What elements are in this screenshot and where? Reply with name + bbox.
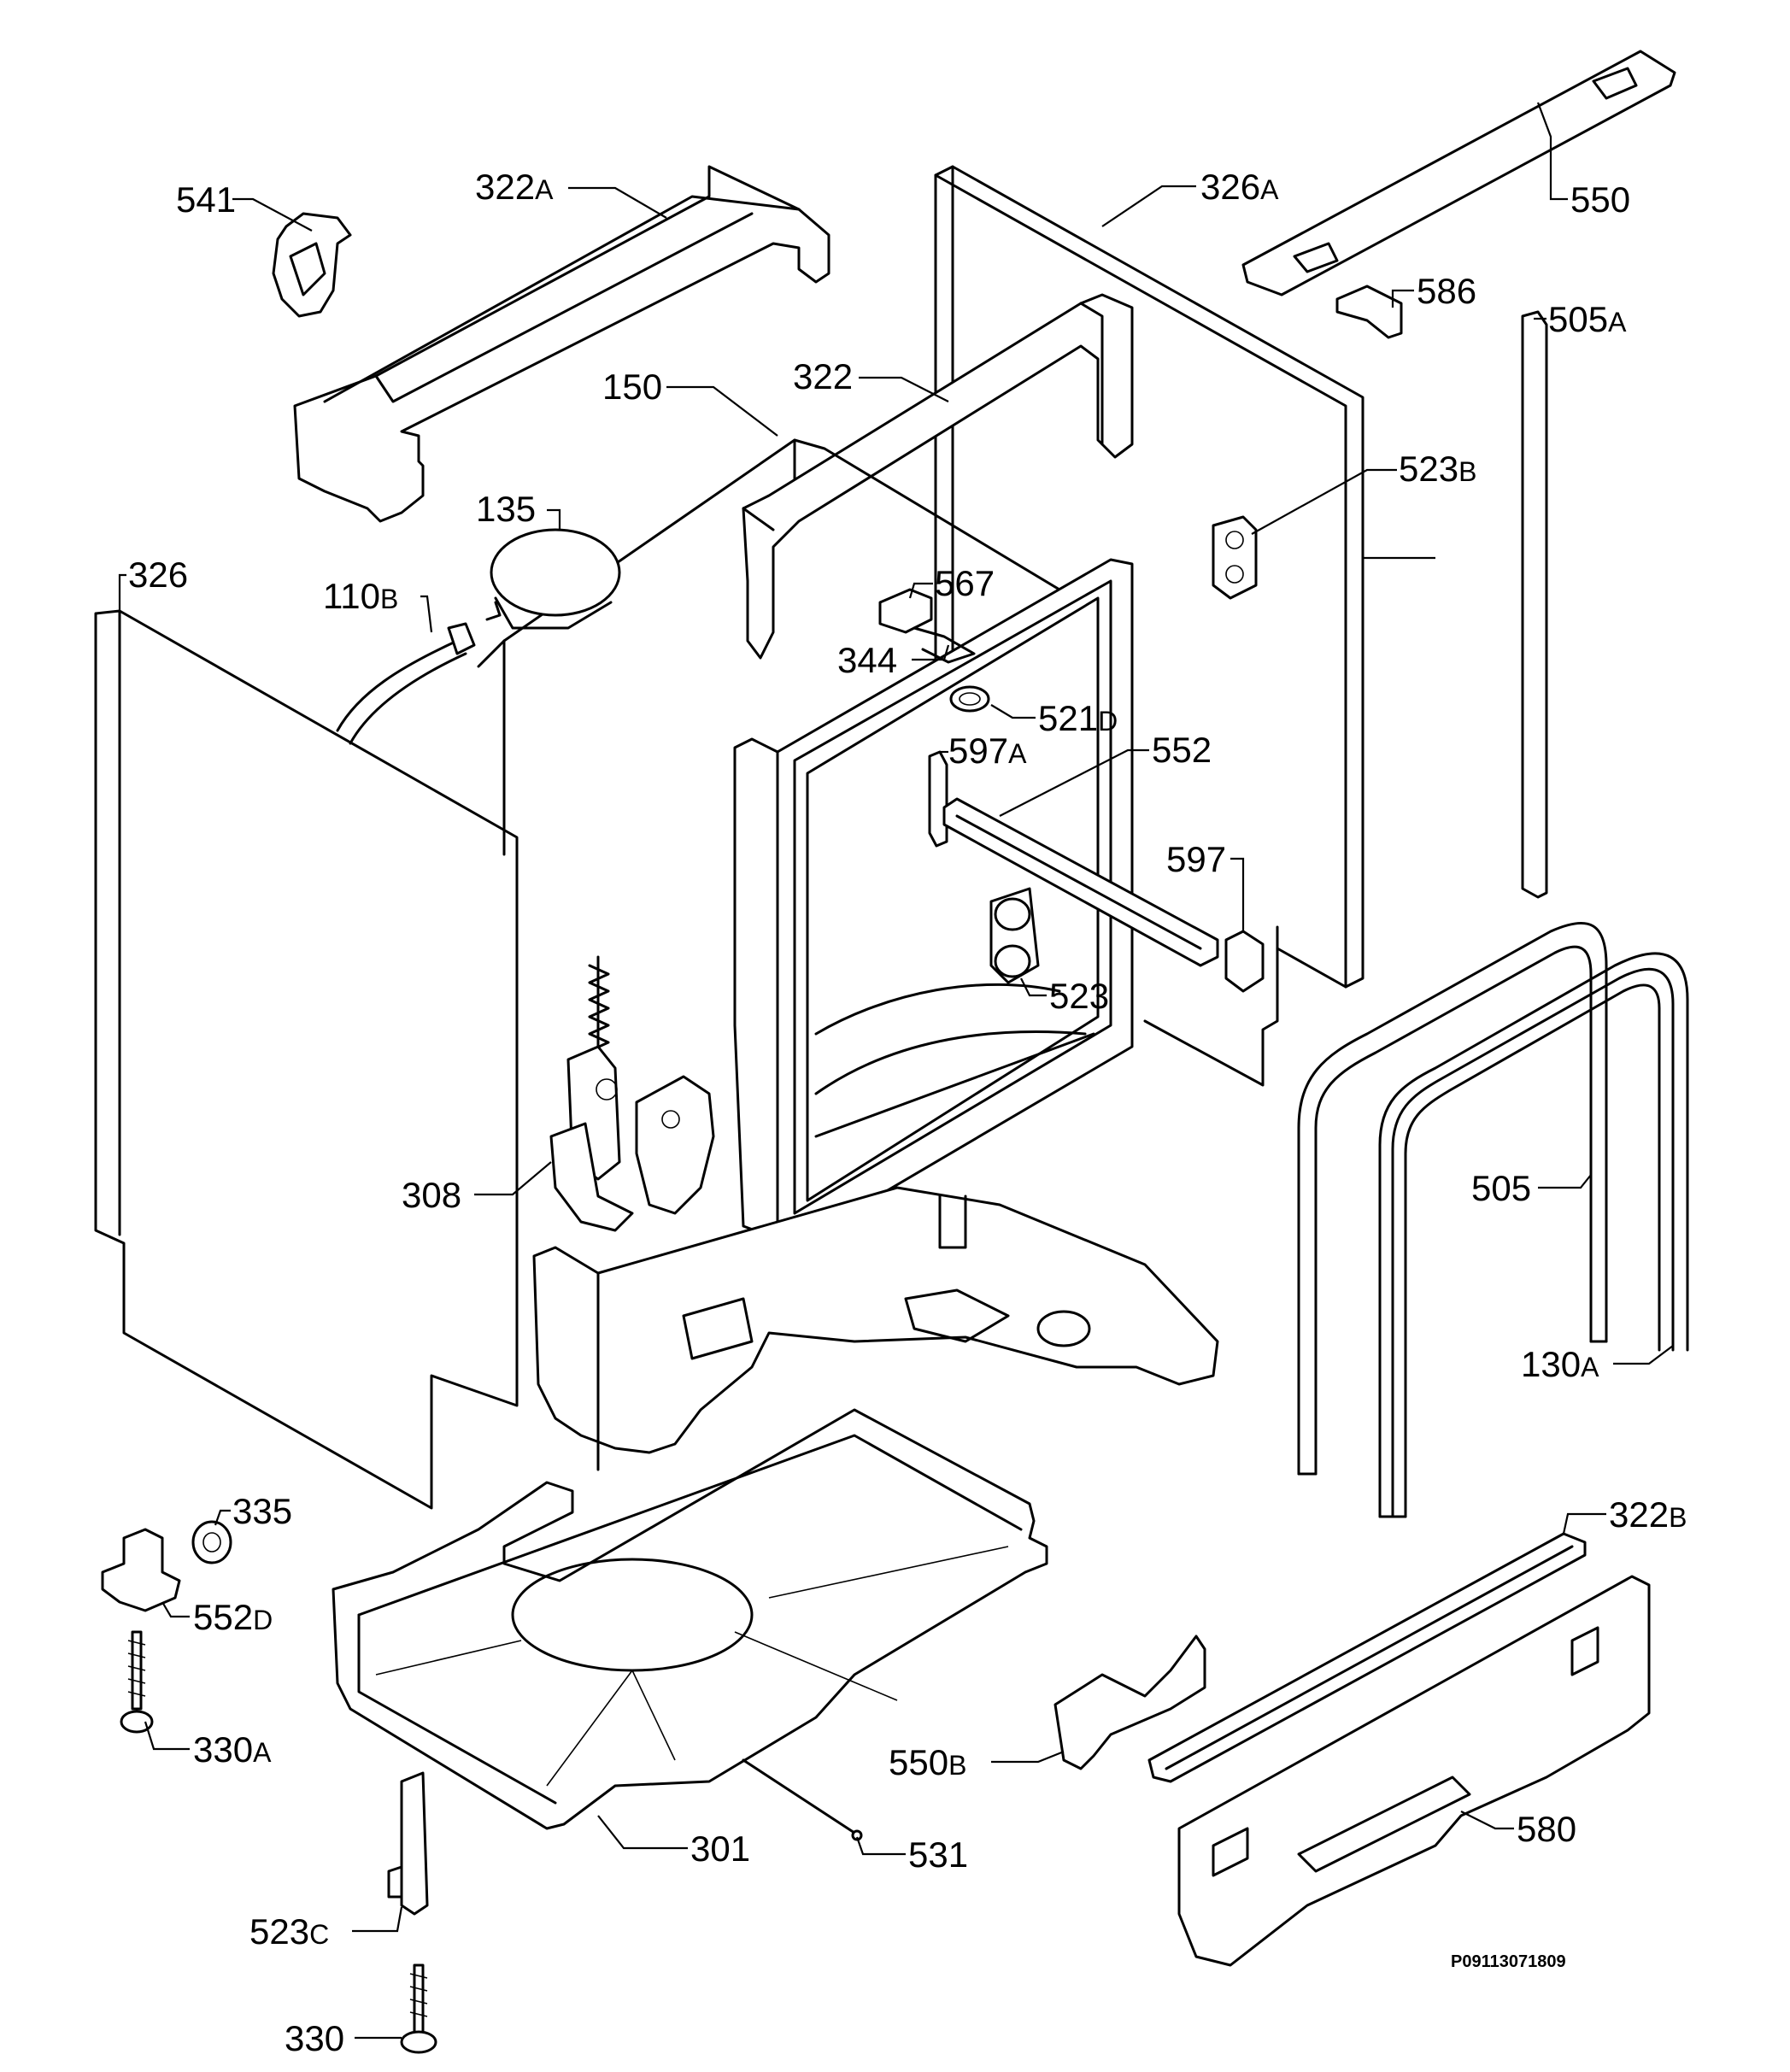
kick-plate-580	[1177, 1575, 1651, 1967]
label-330: 330	[285, 2018, 344, 2058]
bottom-tray-301	[332, 1408, 1048, 1830]
bracket-586	[1335, 285, 1403, 339]
screw-330a	[120, 1630, 154, 1734]
label-326a: 326A	[1200, 167, 1279, 207]
clip-541	[272, 212, 352, 318]
label-505a: 505A	[1548, 299, 1627, 339]
label-567: 567	[935, 563, 995, 603]
label-110b: 110B	[323, 576, 398, 616]
top-rail-550	[1241, 50, 1676, 296]
diagram-reference-code: P09113071809	[1451, 1952, 1566, 1971]
float-135	[485, 528, 621, 630]
label-597a: 597A	[948, 731, 1027, 771]
gasket-505	[1297, 921, 1608, 1476]
label-541: 541	[176, 179, 236, 220]
gear-335	[191, 1520, 232, 1564]
label-552: 552	[1152, 730, 1212, 770]
part-labels: 541 322A 326A 550 586 505A 150 322 523B …	[128, 167, 1687, 2058]
label-322: 322	[793, 356, 853, 396]
label-597: 597	[1166, 839, 1226, 879]
top-frame-322	[742, 293, 1134, 660]
label-586: 586	[1417, 271, 1476, 311]
hose-110b	[336, 622, 476, 745]
label-135: 135	[476, 489, 536, 529]
grommet-523	[989, 887, 1040, 984]
hinge-308	[549, 955, 715, 1232]
label-505: 505	[1471, 1168, 1531, 1208]
label-322a: 322A	[475, 167, 554, 207]
hinge-bracket-523c	[387, 1771, 429, 1916]
label-322b: 322B	[1609, 1494, 1687, 1535]
label-130a: 130A	[1521, 1344, 1599, 1384]
label-550: 550	[1570, 179, 1630, 220]
bracket-567	[878, 588, 976, 664]
top-frame-322a	[293, 165, 830, 523]
label-531: 531	[908, 1834, 968, 1875]
grommet-523b	[1212, 515, 1258, 600]
label-523c: 523C	[249, 1911, 329, 1952]
clip-597	[1224, 930, 1265, 993]
clip-597a	[928, 750, 948, 848]
label-521d: 521D	[1038, 698, 1118, 738]
side-panel-left	[94, 609, 519, 1510]
label-308: 308	[402, 1175, 461, 1215]
label-150: 150	[602, 367, 662, 407]
wire-531	[742, 1758, 863, 1841]
label-335: 335	[232, 1491, 292, 1531]
label-580: 580	[1517, 1809, 1576, 1849]
label-344: 344	[837, 640, 897, 680]
gasket-130a	[1378, 952, 1689, 1518]
label-523: 523	[1049, 976, 1109, 1016]
rail-552	[942, 797, 1219, 967]
base-frame	[532, 1186, 1219, 1471]
tub-frame	[733, 558, 1134, 1249]
label-330a: 330A	[193, 1729, 272, 1770]
leader-lines	[118, 102, 1674, 2040]
label-523b: 523B	[1399, 449, 1476, 489]
label-326: 326	[128, 555, 188, 595]
bracket-550b	[1053, 1635, 1206, 1770]
foot-552d	[101, 1528, 181, 1612]
label-552d: 552D	[193, 1597, 273, 1637]
seal-521d	[949, 685, 990, 713]
strip-505a	[1521, 310, 1548, 899]
screw-330	[400, 1963, 437, 2054]
part-drawings	[94, 50, 1689, 2054]
tub-top-150	[477, 438, 1104, 856]
label-301: 301	[690, 1828, 750, 1869]
label-550b: 550B	[889, 1742, 966, 1782]
